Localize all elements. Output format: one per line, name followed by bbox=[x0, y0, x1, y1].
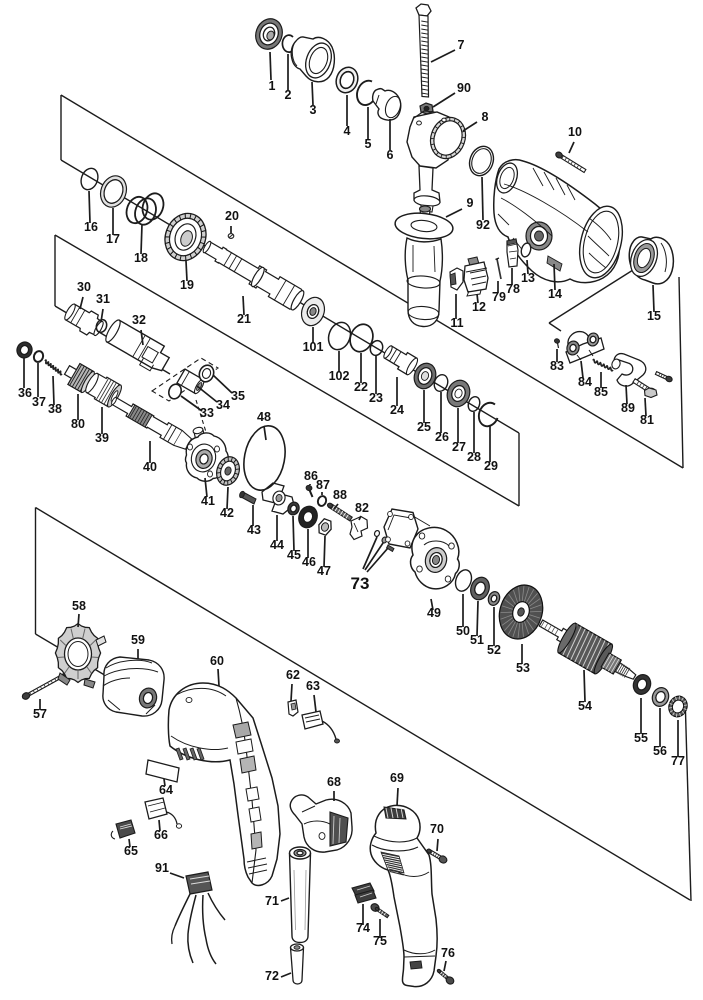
svg-text:66: 66 bbox=[154, 828, 168, 842]
svg-text:63: 63 bbox=[306, 679, 320, 693]
svg-text:79: 79 bbox=[492, 290, 506, 304]
svg-text:88: 88 bbox=[333, 488, 347, 502]
svg-text:76: 76 bbox=[441, 946, 455, 960]
svg-text:62: 62 bbox=[286, 668, 300, 682]
svg-text:51: 51 bbox=[470, 633, 484, 647]
svg-text:73: 73 bbox=[351, 574, 370, 593]
svg-text:34: 34 bbox=[216, 398, 230, 412]
svg-text:32: 32 bbox=[132, 313, 146, 327]
svg-text:12: 12 bbox=[472, 300, 486, 314]
svg-text:45: 45 bbox=[287, 548, 301, 562]
svg-text:46: 46 bbox=[302, 555, 316, 569]
svg-text:4: 4 bbox=[344, 124, 351, 138]
svg-text:49: 49 bbox=[427, 606, 441, 620]
svg-text:36: 36 bbox=[18, 386, 32, 400]
svg-text:64: 64 bbox=[159, 783, 173, 797]
svg-text:44: 44 bbox=[270, 538, 284, 552]
svg-text:9: 9 bbox=[467, 196, 474, 210]
svg-text:27: 27 bbox=[452, 440, 466, 454]
svg-text:60: 60 bbox=[210, 654, 224, 668]
svg-text:75: 75 bbox=[373, 934, 387, 948]
svg-text:57: 57 bbox=[33, 707, 47, 721]
svg-text:7: 7 bbox=[458, 38, 465, 52]
svg-text:101: 101 bbox=[303, 340, 324, 354]
svg-text:6: 6 bbox=[387, 148, 394, 162]
svg-text:29: 29 bbox=[484, 459, 498, 473]
svg-text:31: 31 bbox=[96, 292, 110, 306]
svg-text:47: 47 bbox=[317, 564, 331, 578]
svg-text:69: 69 bbox=[390, 771, 404, 785]
svg-text:1: 1 bbox=[269, 79, 276, 93]
svg-text:14: 14 bbox=[548, 287, 562, 301]
svg-text:41: 41 bbox=[201, 494, 215, 508]
svg-text:54: 54 bbox=[578, 699, 592, 713]
svg-text:70: 70 bbox=[430, 822, 444, 836]
svg-text:80: 80 bbox=[71, 417, 85, 431]
svg-text:20: 20 bbox=[225, 209, 239, 223]
svg-text:26: 26 bbox=[435, 430, 449, 444]
svg-text:58: 58 bbox=[72, 599, 86, 613]
svg-text:40: 40 bbox=[143, 460, 157, 474]
svg-text:91: 91 bbox=[155, 861, 169, 875]
svg-text:2: 2 bbox=[285, 88, 292, 102]
svg-text:42: 42 bbox=[220, 506, 234, 520]
svg-text:37: 37 bbox=[32, 395, 46, 409]
svg-text:21: 21 bbox=[237, 312, 251, 326]
svg-text:56: 56 bbox=[653, 744, 667, 758]
svg-text:24: 24 bbox=[390, 403, 404, 417]
svg-text:16: 16 bbox=[84, 220, 98, 234]
svg-text:68: 68 bbox=[327, 775, 341, 789]
svg-text:25: 25 bbox=[417, 420, 431, 434]
svg-text:82: 82 bbox=[355, 501, 369, 515]
svg-text:77: 77 bbox=[671, 754, 685, 768]
svg-text:52: 52 bbox=[487, 643, 501, 657]
svg-text:59: 59 bbox=[131, 633, 145, 647]
svg-text:86: 86 bbox=[304, 469, 318, 483]
svg-text:43: 43 bbox=[247, 523, 261, 537]
svg-text:74: 74 bbox=[356, 921, 370, 935]
svg-text:48: 48 bbox=[257, 410, 271, 424]
svg-text:5: 5 bbox=[365, 137, 372, 151]
svg-text:89: 89 bbox=[621, 401, 635, 415]
svg-text:72: 72 bbox=[265, 969, 279, 983]
svg-text:71: 71 bbox=[265, 894, 279, 908]
svg-text:78: 78 bbox=[506, 282, 520, 296]
svg-text:30: 30 bbox=[77, 280, 91, 294]
svg-text:8: 8 bbox=[482, 110, 489, 124]
svg-text:65: 65 bbox=[124, 844, 138, 858]
svg-text:23: 23 bbox=[369, 391, 383, 405]
svg-text:13: 13 bbox=[521, 271, 535, 285]
svg-text:18: 18 bbox=[134, 251, 148, 265]
svg-text:28: 28 bbox=[467, 450, 481, 464]
svg-text:19: 19 bbox=[180, 278, 194, 292]
svg-text:81: 81 bbox=[640, 413, 654, 427]
svg-text:90: 90 bbox=[457, 81, 471, 95]
svg-text:92: 92 bbox=[476, 218, 490, 232]
svg-text:53: 53 bbox=[516, 661, 530, 675]
svg-text:83: 83 bbox=[550, 359, 564, 373]
svg-text:17: 17 bbox=[106, 232, 120, 246]
svg-text:50: 50 bbox=[456, 624, 470, 638]
svg-text:39: 39 bbox=[95, 431, 109, 445]
svg-text:85: 85 bbox=[594, 385, 608, 399]
svg-text:10: 10 bbox=[568, 125, 582, 139]
svg-text:15: 15 bbox=[647, 309, 661, 323]
svg-text:11: 11 bbox=[450, 316, 463, 330]
svg-text:102: 102 bbox=[329, 369, 350, 383]
svg-text:87: 87 bbox=[316, 478, 330, 492]
svg-text:3: 3 bbox=[310, 103, 317, 117]
svg-text:38: 38 bbox=[48, 402, 62, 416]
svg-text:84: 84 bbox=[578, 375, 592, 389]
svg-text:55: 55 bbox=[634, 731, 648, 745]
svg-text:35: 35 bbox=[231, 389, 245, 403]
svg-text:22: 22 bbox=[354, 380, 368, 394]
svg-text:33: 33 bbox=[200, 406, 214, 420]
